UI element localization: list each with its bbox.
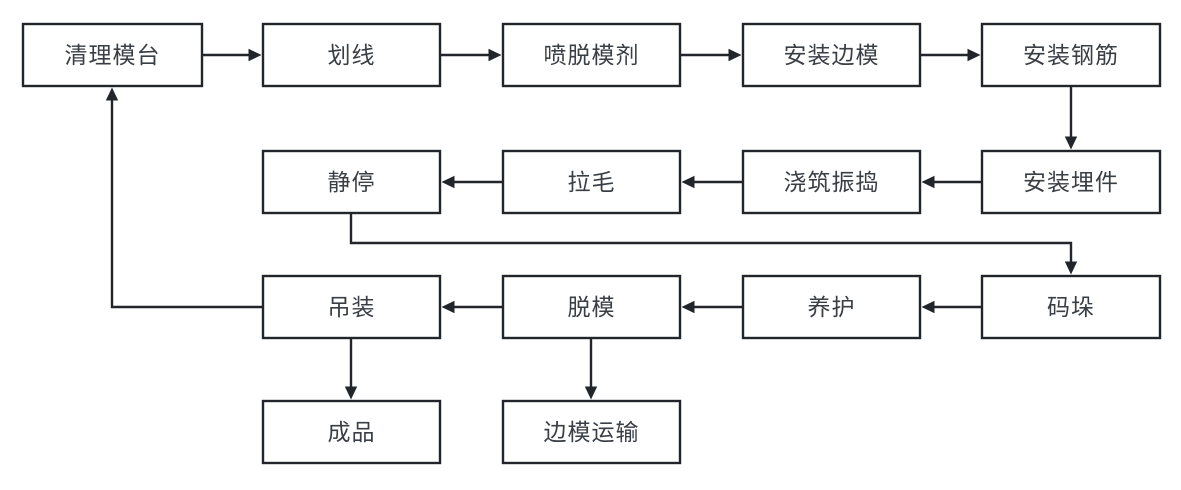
arrowhead-icon [105,87,119,101]
edge-n6-to-n7 [921,175,982,189]
edge-n12-to-n13 [441,300,503,314]
arrowhead-icon [728,48,742,62]
process-node-n8[interactable]: 拉毛 [501,149,682,215]
node-box[interactable] [261,274,442,340]
arrowhead-icon [921,175,935,189]
edge-n5-to-n6 [1064,86,1078,150]
node-label: 划线 [328,43,376,69]
process-node-n3[interactable]: 喷脱模剂 [501,22,682,88]
arrowhead-icon [681,300,695,314]
node-label: 静停 [328,170,376,196]
process-node-n6[interactable]: 安装埋件 [980,149,1162,215]
node-box[interactable] [980,274,1162,340]
edge-n1-to-n2 [202,48,262,62]
node-label: 养护 [808,295,856,321]
node-box[interactable] [501,22,682,88]
node-label: 浇筑振捣 [784,170,880,196]
node-box[interactable] [261,22,442,88]
arrowhead-icon [441,175,455,189]
node-box[interactable] [261,399,442,465]
node-box[interactable] [741,22,922,88]
edge-n2-to-n3 [440,48,502,62]
node-label: 拉毛 [568,170,616,196]
process-node-n4[interactable]: 安装边模 [741,22,922,88]
arrowhead-icon [1064,136,1078,150]
arrowhead-icon [584,386,598,400]
edge-n7-to-n8 [681,175,743,189]
node-label: 清理模台 [65,43,161,69]
process-node-n12[interactable]: 脱模 [501,274,682,340]
node-label: 码垛 [1047,295,1095,321]
node-label: 边模运输 [544,420,640,446]
node-box[interactable] [980,149,1162,215]
arrowhead-icon [344,386,358,400]
node-box[interactable] [741,274,922,340]
process-node-n7[interactable]: 浇筑振捣 [741,149,922,215]
edge-n3-to-n4 [680,48,742,62]
node-box[interactable] [501,399,682,465]
arrowhead-icon [681,175,695,189]
process-node-n15[interactable]: 边模运输 [501,399,682,465]
arrowhead-icon [441,300,455,314]
process-node-n13[interactable]: 吊装 [261,274,442,340]
node-label: 成品 [328,420,376,446]
edge-n13-to-n1 [105,87,263,309]
arrowhead-icon [967,48,981,62]
arrowhead-icon [1064,261,1078,275]
node-label: 安装边模 [784,43,880,69]
edge-n9-to-n10 [349,213,1078,275]
edge-n8-to-n9 [441,175,503,189]
node-box[interactable] [980,22,1162,88]
edges-layer [105,48,1078,400]
edge-n13-to-n14 [344,338,358,400]
node-label: 脱模 [568,295,616,321]
node-box[interactable] [501,149,682,215]
node-label: 吊装 [328,295,376,321]
arrowhead-icon [921,300,935,314]
process-node-n14[interactable]: 成品 [261,399,442,465]
process-node-n9[interactable]: 静停 [261,149,442,215]
process-node-n5[interactable]: 安装钢筋 [980,22,1162,88]
process-node-n1[interactable]: 清理模台 [21,22,204,88]
process-node-n11[interactable]: 养护 [741,274,922,340]
process-node-n10[interactable]: 码垛 [980,274,1162,340]
edge-n10-to-n11 [921,300,982,314]
edge-n4-to-n5 [920,48,981,62]
arrowhead-icon [248,48,262,62]
edge-n11-to-n12 [681,300,743,314]
node-label: 喷脱模剂 [544,43,640,69]
arrowhead-icon [488,48,502,62]
node-box[interactable] [501,274,682,340]
node-box[interactable] [21,22,204,88]
edge-n12-to-n15 [584,338,598,400]
process-node-n2[interactable]: 划线 [261,22,442,88]
node-box[interactable] [261,149,442,215]
node-label: 安装钢筋 [1023,43,1119,69]
node-label: 安装埋件 [1023,170,1119,196]
node-box[interactable] [741,149,922,215]
